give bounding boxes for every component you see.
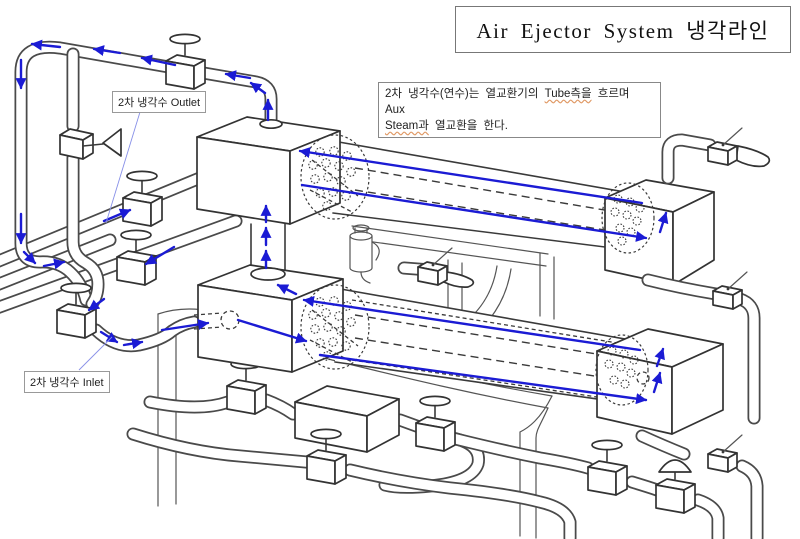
valve-handwheel	[116, 229, 157, 286]
label-leader-lines	[78, 111, 141, 371]
flow-arrows	[15, 39, 669, 405]
valve-lever	[712, 271, 748, 310]
label-secondary-coolant-inlet: 2차 냉각수 Inlet	[24, 371, 110, 393]
note-box: 2차 냉각수(연수)는 열교환기의 Tube측을 흐르며 Aux Steam과 …	[378, 82, 661, 138]
valve-dome-handle	[655, 459, 696, 514]
valve-handwheel	[122, 170, 163, 227]
label-secondary-coolant-outlet: 2차 냉각수 Outlet	[112, 91, 207, 113]
valve-handwheel	[587, 439, 628, 496]
tube-sheet-lower-left	[300, 284, 370, 370]
upper-right-piping	[641, 127, 771, 425]
waterbox-upper-right	[604, 179, 715, 286]
diagram-title-text: Air Ejector System 냉각라인	[476, 18, 770, 43]
waterbox-lower-right	[596, 328, 724, 435]
heat-exchanger-lower-shell	[334, 287, 643, 406]
valve-lever	[707, 127, 743, 166]
valve-lever	[707, 434, 743, 473]
tube-sheet-lower-right	[595, 334, 650, 406]
pipe-spout	[443, 271, 475, 288]
valve-handwheel	[165, 33, 206, 90]
left-piping	[0, 33, 278, 353]
pipe-spout	[735, 145, 771, 168]
valve-lever	[417, 247, 453, 286]
equipment-box	[294, 385, 400, 453]
center-fittings	[349, 224, 475, 288]
diagram-title: Air Ejector System 냉각라인	[455, 6, 791, 53]
bottom-pipe-network	[126, 358, 764, 539]
valve-globe-sidewheel	[59, 128, 122, 160]
valve-handwheel	[415, 395, 456, 452]
note-line-1: 2차 냉각수(연수)는 열교환기의 Tube측을 흐르며 Aux	[385, 88, 630, 116]
note-line-2: Steam과 열교환을 한다.	[385, 120, 508, 132]
tube-sheet-upper-left	[300, 134, 370, 220]
